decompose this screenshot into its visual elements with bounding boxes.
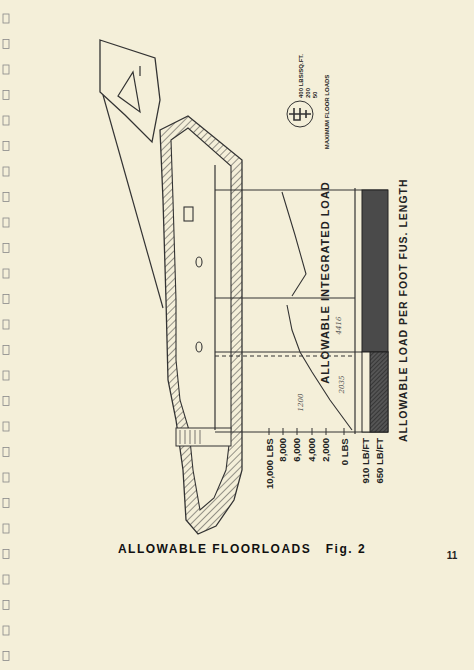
station-lines bbox=[215, 190, 388, 432]
handwritten-note: 1200 bbox=[298, 393, 305, 411]
tick-label: 0 LBS bbox=[339, 438, 349, 465]
symbol-value: 200 bbox=[305, 88, 311, 98]
symbol-value: 400 LBS/SQ.FT. bbox=[298, 54, 304, 98]
tick-label: 8,000 bbox=[278, 438, 288, 462]
load-bar-outline bbox=[362, 352, 388, 432]
cockpit-floor bbox=[176, 428, 231, 446]
page-number: 11 bbox=[447, 551, 458, 561]
window bbox=[196, 342, 202, 352]
tick-label: 6,000 bbox=[292, 438, 302, 462]
tick-label: 10,000 LBS bbox=[264, 438, 274, 489]
tick-label: 4,000 bbox=[307, 438, 317, 462]
axis-title: ALLOWABLE INTEGRATED LOAD bbox=[320, 181, 331, 384]
load-curve bbox=[282, 192, 306, 296]
tail-cutout bbox=[118, 72, 140, 112]
handwritten-note: 4416 bbox=[336, 316, 343, 334]
tail-fin bbox=[100, 40, 160, 142]
handwritten-note: 2035 bbox=[339, 375, 346, 393]
figure-caption: ALLOWABLE FLOORLOADS Fig. 2 bbox=[118, 543, 366, 555]
bar-value: 650 LB/FT bbox=[375, 438, 385, 483]
tick-label: 2,000 bbox=[321, 438, 331, 462]
window bbox=[196, 257, 202, 267]
door bbox=[184, 207, 193, 221]
binder-holes bbox=[3, 14, 9, 661]
cabin bbox=[171, 128, 231, 510]
axis-ticks bbox=[269, 428, 344, 435]
wing-edge bbox=[103, 95, 163, 308]
symbol-title: MAXIMUM FLOOR LOADS bbox=[324, 75, 330, 150]
zero-axis bbox=[354, 188, 355, 434]
symbol-value: 50 bbox=[312, 91, 318, 98]
load-bar-650 bbox=[370, 352, 388, 432]
bar-title: ALLOWABLE LOAD PER FOOT FUS. LENGTH bbox=[398, 178, 409, 442]
fuselage-wall bbox=[160, 116, 242, 534]
floor-load-symbol bbox=[287, 101, 313, 127]
bar-value: 910 LB/FT bbox=[361, 438, 371, 483]
load-bar-910 bbox=[362, 190, 388, 352]
